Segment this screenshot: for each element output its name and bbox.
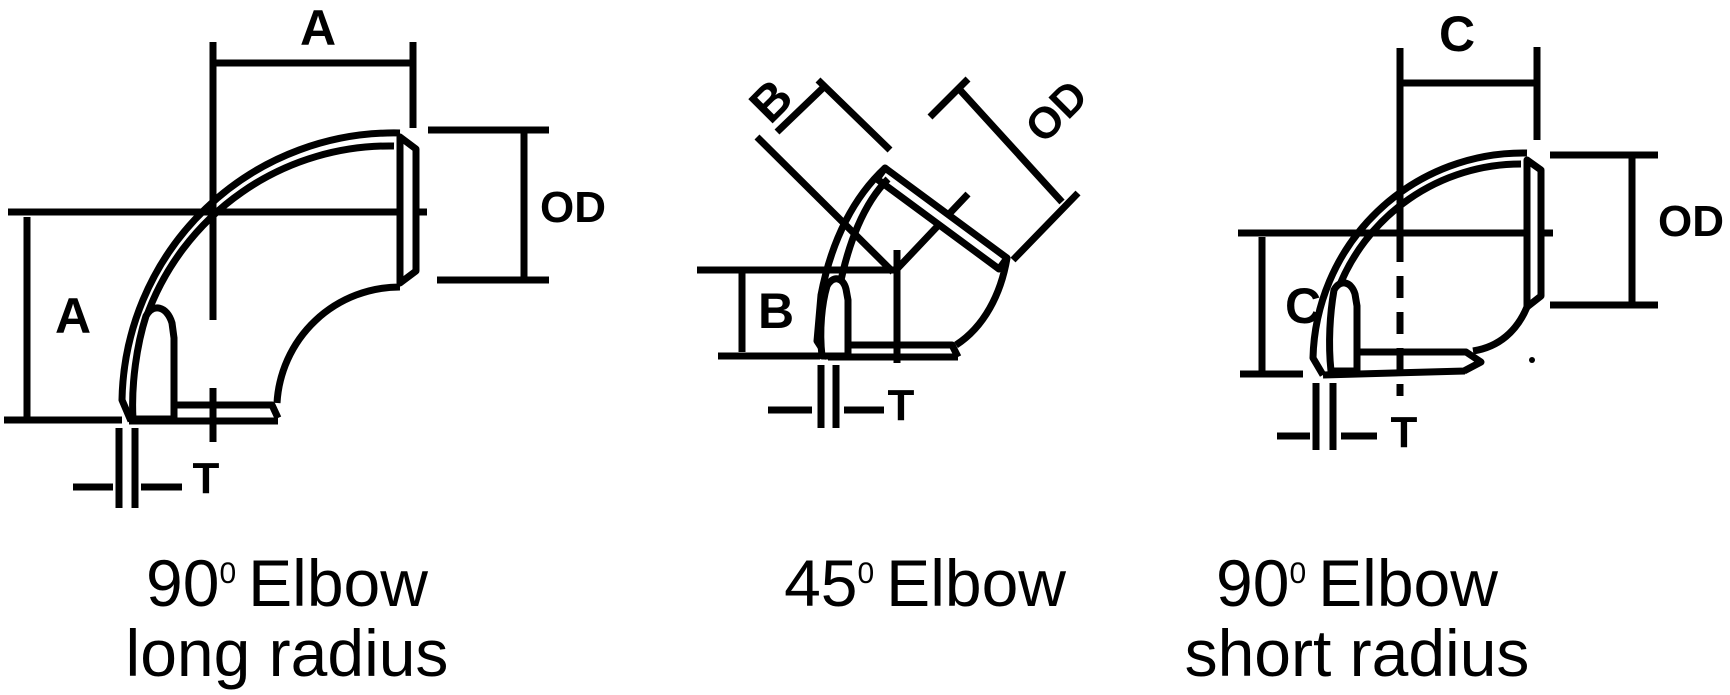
fig2-dim-b-face-extension — [815, 77, 893, 153]
fig1-outer-arc — [118, 129, 401, 423]
fig2-dim-t — [768, 365, 884, 428]
fig3-inner-arc — [1472, 305, 1531, 355]
fig2-dim-od-ticks — [927, 76, 1081, 263]
fig3-label-c-top: C — [1438, 6, 1476, 62]
fig3-outer-arc — [1309, 149, 1528, 377]
fig2-label-b-lower: B — [757, 283, 795, 339]
fig2-axis-centerline-45 — [894, 191, 971, 272]
fig3-outer-arc-parallel — [1333, 160, 1522, 294]
fig2-inner-arc — [954, 257, 1011, 348]
fig3-dim-od — [1550, 151, 1658, 309]
caption-line2: long radius — [125, 616, 449, 690]
fig3-dim-t — [1277, 383, 1377, 450]
fig2-dim-b-connector — [774, 82, 829, 135]
fig2-pipe-outline — [813, 164, 1011, 361]
fig-45-elbow — [697, 76, 1081, 428]
fig1-label-t: T — [192, 454, 220, 503]
fig3-label-t: T — [1390, 408, 1418, 457]
fig2-bottom-face — [828, 341, 962, 361]
fig3-label-od: OD — [1658, 197, 1724, 246]
fig1-dim-a-top — [215, 42, 417, 128]
fig3-dimension-lines — [1238, 47, 1658, 450]
fig1-label-a-top: A — [299, 0, 337, 56]
fig1-dim-a-left — [4, 217, 122, 424]
stray-dot — [1529, 357, 1535, 363]
fig2-dimension-lines — [697, 76, 1081, 428]
fig2-label-t: T — [887, 381, 915, 430]
fig2-dim-b-vertical — [718, 272, 820, 360]
fig2-outer-arc — [813, 165, 888, 360]
fig1-pipe-outline — [118, 129, 420, 425]
fig1-label-od: OD — [540, 183, 606, 232]
fig3-label-c-left: C — [1284, 278, 1322, 334]
fig-90-short-radius — [1238, 47, 1658, 450]
fig1-dim-t — [73, 428, 182, 508]
fig2-dim-b-center-extension — [754, 134, 896, 275]
fig3-dim-c-left — [1240, 237, 1303, 378]
fig2-dim-od-line — [957, 87, 1065, 205]
fig3-bottom-face — [1322, 348, 1485, 379]
fig1-dimension-lines — [4, 42, 549, 508]
fig1-bore-bevel — [129, 304, 178, 423]
fig3-pipe-outline — [1309, 149, 1545, 379]
fig2-bore-bevel — [817, 275, 852, 360]
fig2-outer-arc-parallel — [835, 176, 891, 291]
fig1-label-a-left: A — [54, 288, 92, 344]
fig1-inner-arc — [273, 283, 401, 404]
fig3-dim-c-top — [1402, 47, 1541, 140]
fig3-bore-bevel — [1326, 279, 1361, 375]
fig1-outer-arc-parallel — [142, 142, 395, 320]
fig1-bottom-face — [129, 401, 282, 425]
fig1-dim-od — [428, 126, 549, 284]
fig-90-long-radius — [4, 42, 549, 508]
caption-line2: short radius — [1184, 616, 1530, 690]
